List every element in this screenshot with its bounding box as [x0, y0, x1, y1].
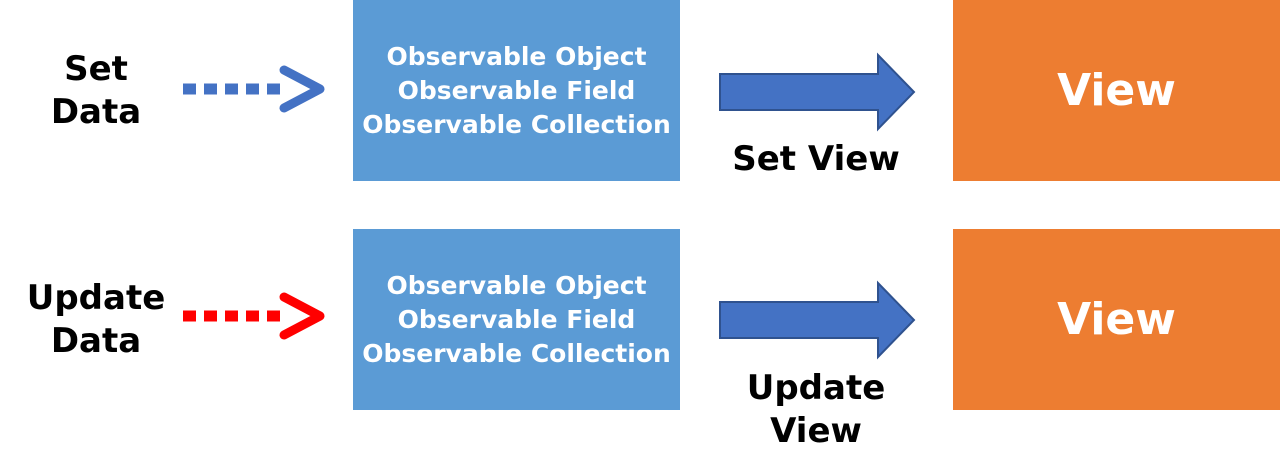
view-box-label: View	[1057, 294, 1176, 345]
observable-field-text: Observable Field	[397, 304, 636, 334]
set-data-label: Set Data	[50, 49, 142, 132]
set-view-block-arrow-icon	[719, 52, 916, 132]
update-data-label: Update Data	[26, 278, 166, 361]
view-box-update: View	[953, 229, 1280, 410]
set-view-label: Set View	[732, 139, 900, 179]
update-data-dotted-arrow-icon	[183, 292, 325, 340]
update-view-label: Update View	[746, 368, 886, 451]
set-data-dotted-arrow-icon	[183, 65, 325, 113]
observable-collection-text: Observable Collection	[362, 109, 671, 139]
view-box-set: View	[953, 0, 1280, 181]
observable-box-update: Observable Object Observable Field Obser…	[353, 229, 680, 410]
observable-box-set: Observable Object Observable Field Obser…	[353, 0, 680, 181]
update-view-block-arrow-icon	[719, 280, 916, 360]
observable-collection-text: Observable Collection	[362, 338, 671, 368]
view-box-label: View	[1057, 65, 1176, 116]
observable-object-text: Observable Object	[386, 41, 647, 71]
observable-object-text: Observable Object	[386, 270, 647, 300]
observable-field-text: Observable Field	[397, 75, 636, 105]
